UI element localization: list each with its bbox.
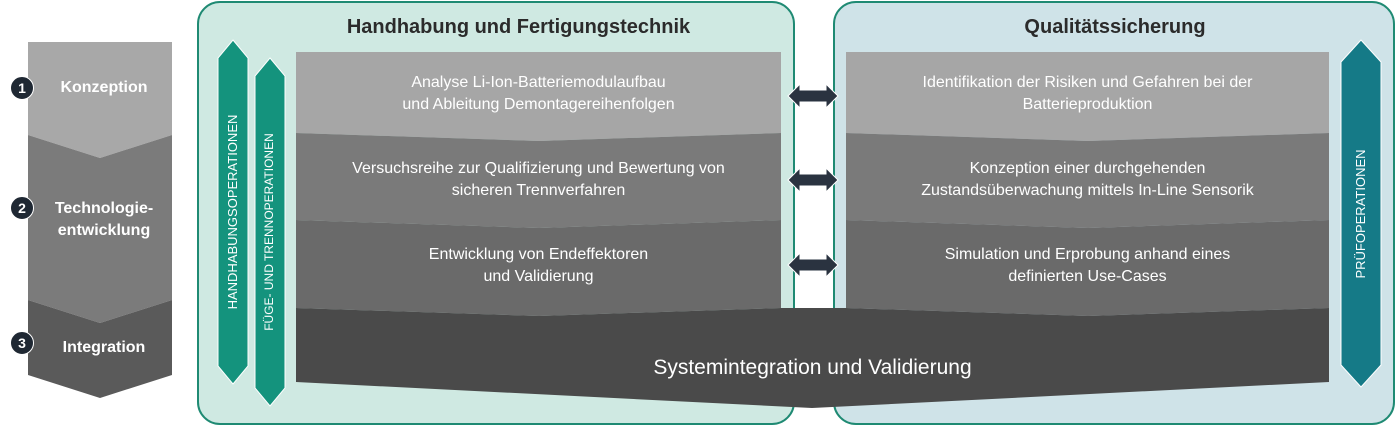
systemintegration-label: Systemintegration und Validierung: [653, 356, 972, 379]
double-arrow-2: [787, 166, 839, 194]
step-chevron-technologieentwicklung: [28, 135, 172, 323]
step-1-badge: 1: [10, 76, 34, 100]
double-arrow-1: [787, 82, 839, 110]
step-3-badge: 3: [10, 331, 34, 355]
left-row-1-text: Analyse Li-Ion-Batteriemodulaufbau und A…: [296, 60, 781, 128]
right-row-3-shape: [846, 220, 1329, 316]
fuege-trenn-vertical-label: FÜGE- UND TRENNOPERATIONEN: [262, 133, 276, 331]
left-row-3-line1: Entwicklung von Endeffektoren: [428, 246, 649, 263]
right-row-1-text: Identifikation der Risiken und Gefahren …: [846, 60, 1329, 128]
right-panel-title: Qualitätssicherung: [1024, 16, 1206, 38]
pruef-arrow: [1340, 39, 1382, 388]
step-1-label-text: Konzeption: [60, 79, 148, 96]
double-arrow-3: [787, 251, 839, 279]
left-row-2-line1: Versuchsreihe zur Qualifizierung und Bew…: [352, 160, 725, 177]
step-2-label-line2: entwicklung: [57, 222, 151, 239]
right-row-3-line1: Simulation und Erprobung anhand eines: [944, 246, 1231, 263]
left-row-1-line1: Analyse Li-Ion-Batteriemodulaufbau: [411, 74, 666, 91]
right-row-3-line2: definierten Use-Cases: [1008, 268, 1167, 285]
left-row-3-shape: [296, 220, 781, 316]
right-row-1-shape: [846, 52, 1329, 141]
left-row-3-line2: und Validierung: [483, 268, 594, 285]
step-2-label: Technologie- entwicklung: [34, 196, 174, 244]
step-2-badge: 2: [10, 196, 34, 220]
right-row-1-line1: Identifikation der Risiken und Gefahren …: [922, 74, 1253, 91]
step-3-label-text: Integration: [62, 339, 146, 356]
left-row-1-line2: und Ableitung Demontagereihenfolgen: [402, 96, 675, 113]
step-3-label: Integration: [34, 328, 174, 368]
pruef-vertical-label: PRÜFOPERATIONEN: [1353, 149, 1368, 279]
step-chevron-integration: [28, 300, 172, 398]
handhabung-arrow: [217, 39, 249, 385]
left-row-2-line2: sicheren Trennverfahren: [451, 182, 626, 199]
step-chevron-konzeption: [28, 42, 172, 158]
right-row-2-text: Konzeption einer durchgehenden Zustandsü…: [846, 146, 1329, 214]
step-1-label: Konzeption: [34, 68, 174, 108]
right-row-1-line2: Batterieproduktion: [1022, 96, 1153, 113]
systemintegration-bar: [296, 308, 1329, 408]
fuege-trenn-arrow: [254, 57, 286, 407]
right-row-2-shape: [846, 133, 1329, 228]
right-row-2-line1: Konzeption einer durchgehenden: [969, 160, 1206, 177]
right-row-3-text: Simulation und Erprobung anhand eines de…: [846, 232, 1329, 300]
left-panel-title: Handhabung und Fertigungstechnik: [346, 16, 691, 38]
left-row-2-shape: [296, 133, 781, 228]
step-2-label-line1: Technologie-: [54, 200, 154, 217]
left-row-1-shape: [296, 52, 781, 141]
handhabung-vertical-label: HANDHABUNGSOPERATIONEN: [225, 114, 240, 310]
left-row-3-text: Entwicklung von Endeffektoren und Validi…: [296, 232, 781, 300]
right-row-2-line2: Zustandsüberwachung mittels In-Line Sens…: [921, 182, 1254, 199]
left-row-2-text: Versuchsreihe zur Qualifizierung und Bew…: [296, 146, 781, 214]
